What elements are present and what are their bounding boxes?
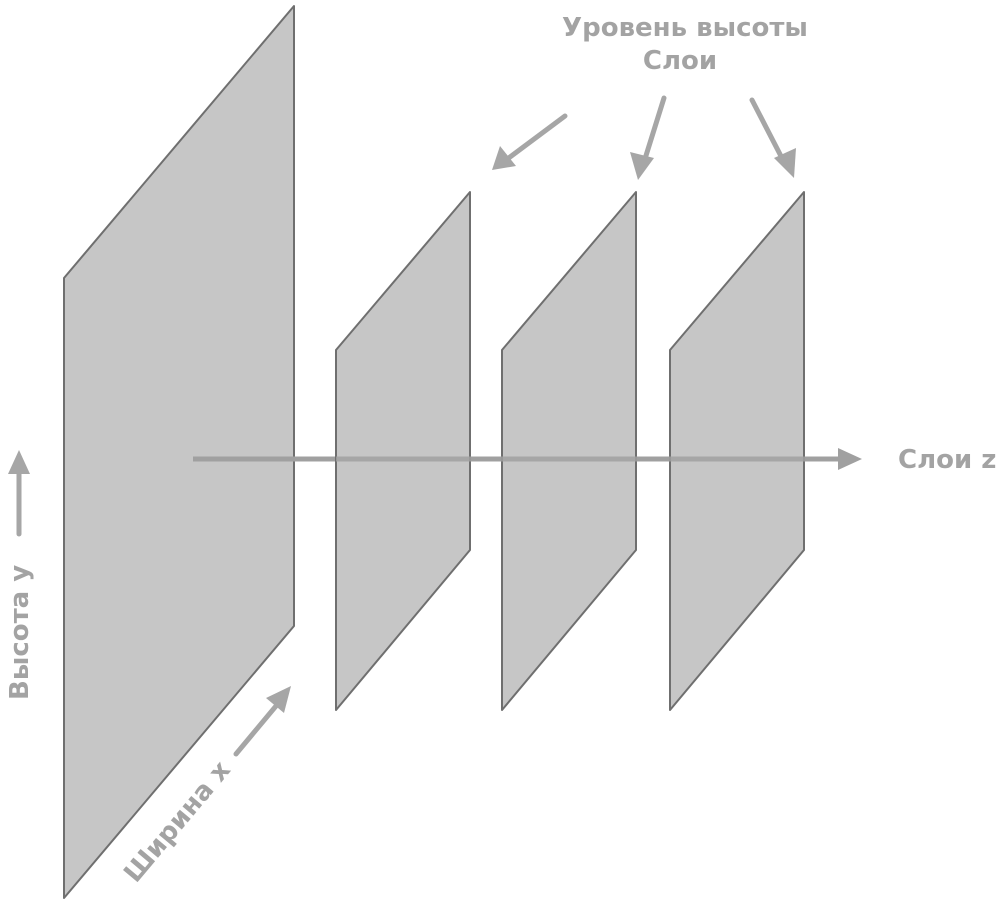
layer-arrow-3 <box>749 97 787 165</box>
height-level-label-line1: Уровень высоты <box>562 13 808 43</box>
layer-arrow-1-head <box>492 146 516 170</box>
x-axis-arrow <box>233 703 279 757</box>
x-axis-arrowhead <box>266 686 291 713</box>
layer-plane-1 <box>335 191 471 711</box>
y-axis-arrowhead <box>8 450 30 474</box>
z-axis-label: Слои z <box>898 445 996 475</box>
layer-arrow-2-head <box>630 152 654 180</box>
layer-arrow-1 <box>503 113 568 163</box>
y-axis-label: Высота y <box>5 565 35 700</box>
z-axis-arrowhead <box>838 448 862 470</box>
layer-plane-3 <box>669 191 805 711</box>
layer-arrow-3-head <box>774 148 796 178</box>
layer-plane-2 <box>501 191 637 711</box>
front-plane <box>63 5 295 899</box>
height-level-label-line2: Слои <box>643 46 717 76</box>
layer-arrow-2 <box>641 95 667 165</box>
